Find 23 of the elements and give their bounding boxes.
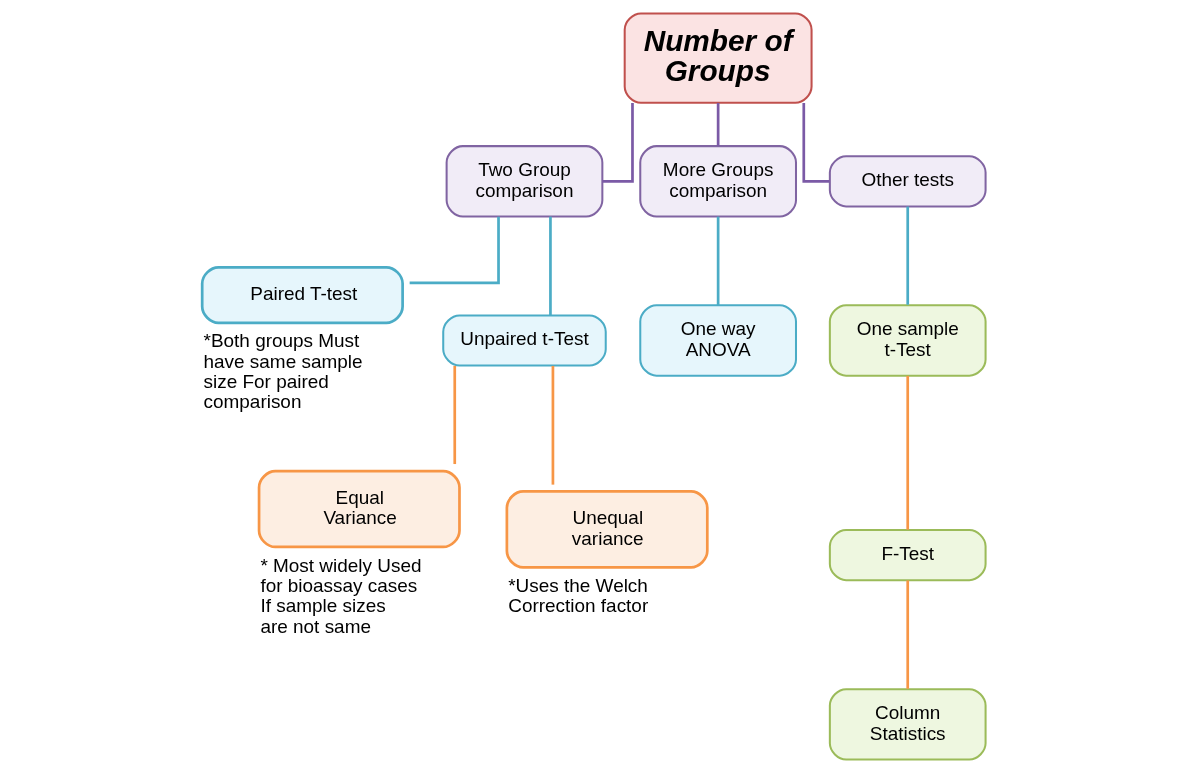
- connector: [549, 216, 552, 316]
- node-label: * Most widely Used for bioassay cases If sample sizes are not same: [260, 554, 422, 637]
- connector: [409, 216, 500, 285]
- node-box: Number of Groups: [623, 12, 813, 104]
- connector: [453, 365, 457, 465]
- connector: [716, 216, 720, 306]
- node-box: Two Group comparison: [445, 145, 604, 218]
- node-box: Column Statistics: [828, 688, 987, 761]
- node-box: F-Test: [828, 529, 987, 582]
- connector: [906, 375, 910, 530]
- connector: [602, 102, 634, 183]
- node-box: Unpaired t-Test: [442, 314, 607, 367]
- connector: [551, 365, 555, 485]
- connector: [906, 206, 910, 305]
- connector: [906, 580, 910, 689]
- node-box: More Groups comparison: [639, 145, 797, 218]
- connector: [716, 102, 720, 146]
- node-box: One way ANOVA: [639, 304, 797, 377]
- connector: [802, 102, 830, 183]
- node-label: *Both groups Must have same sample size For paired comparison: [203, 330, 363, 413]
- node-box: One sample t-Test: [828, 304, 987, 377]
- node-box: Other tests: [828, 155, 987, 208]
- node-label: *Uses the Welch Correction factor: [508, 574, 649, 617]
